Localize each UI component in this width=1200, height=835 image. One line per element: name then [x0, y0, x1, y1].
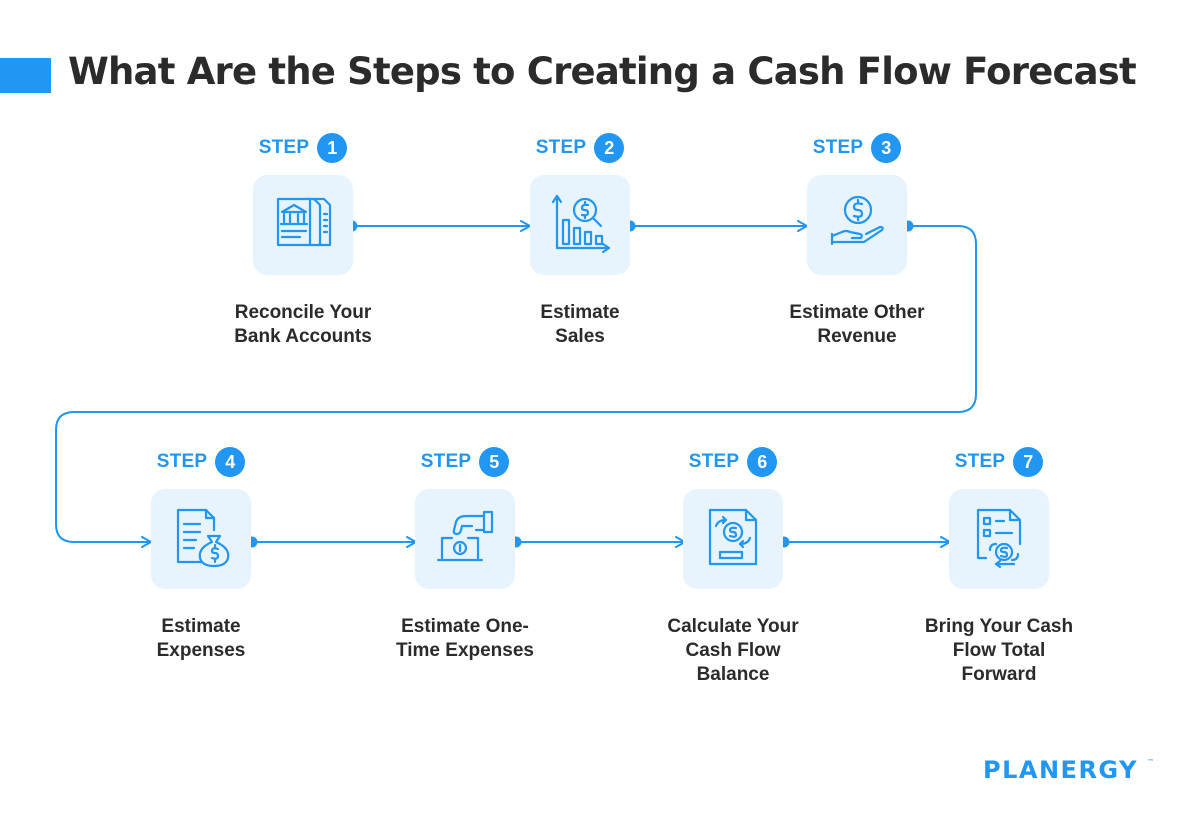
step-header: STEP 6 — [623, 447, 843, 477]
step-number-badge: 4 — [215, 447, 246, 477]
step-number-badge: 2 — [594, 133, 625, 163]
step-number-badge: 1 — [317, 133, 348, 163]
brand-logo: PLANERGY — [983, 756, 1138, 784]
step-number-badge: 7 — [1013, 447, 1044, 477]
cash-flow-document-icon — [700, 504, 766, 575]
icon-tile — [807, 175, 907, 275]
step-word: STEP — [954, 451, 1006, 472]
step-label: Estimate Expenses — [156, 616, 246, 661]
page-title: What Are the Steps to Creating a Cash Fl… — [68, 50, 1137, 93]
step-number-badge: 6 — [747, 447, 778, 477]
sales-chart-icon — [547, 190, 613, 261]
step-header: STEP 3 — [747, 133, 967, 163]
step-number-badge: 3 — [871, 133, 902, 163]
connector-3-4 — [55, 225, 977, 548]
step-label: Reconcile Your Bank Accounts — [234, 302, 372, 347]
document-money-bag-icon — [168, 504, 234, 575]
step-word: STEP — [535, 137, 587, 158]
step-label: Estimate One- Time Expenses — [395, 616, 534, 661]
step-word: STEP — [812, 137, 864, 158]
hand-coin-box-icon — [432, 504, 498, 575]
step-header: STEP 2 — [470, 133, 690, 163]
step-label: Calculate Your Cash Flow Balance — [667, 616, 799, 685]
step-word: STEP — [420, 451, 472, 472]
hand-coin-icon — [824, 190, 890, 261]
brand-trademark: ™ — [1147, 758, 1154, 766]
step-word: STEP — [258, 137, 310, 158]
icon-tile — [949, 489, 1049, 589]
step-word: STEP — [156, 451, 208, 472]
step-header: STEP 7 — [889, 447, 1109, 477]
title-accent-bar — [0, 58, 51, 93]
step-header: STEP 5 — [355, 447, 575, 477]
icon-tile — [253, 175, 353, 275]
checklist-coin-icon — [966, 504, 1032, 575]
icon-tile — [151, 489, 251, 589]
step-label: Estimate Other Revenue — [789, 302, 925, 347]
step-header: STEP 4 — [91, 447, 311, 477]
icon-tile — [415, 489, 515, 589]
step-header: STEP 1 — [193, 133, 413, 163]
step-number-badge: 5 — [479, 447, 510, 477]
bank-document-icon — [270, 190, 336, 261]
step-label: Bring Your Cash Flow Total Forward — [924, 616, 1074, 685]
step-label: Estimate Sales — [540, 302, 620, 347]
icon-tile — [683, 489, 783, 589]
step-word: STEP — [688, 451, 740, 472]
icon-tile — [530, 175, 630, 275]
